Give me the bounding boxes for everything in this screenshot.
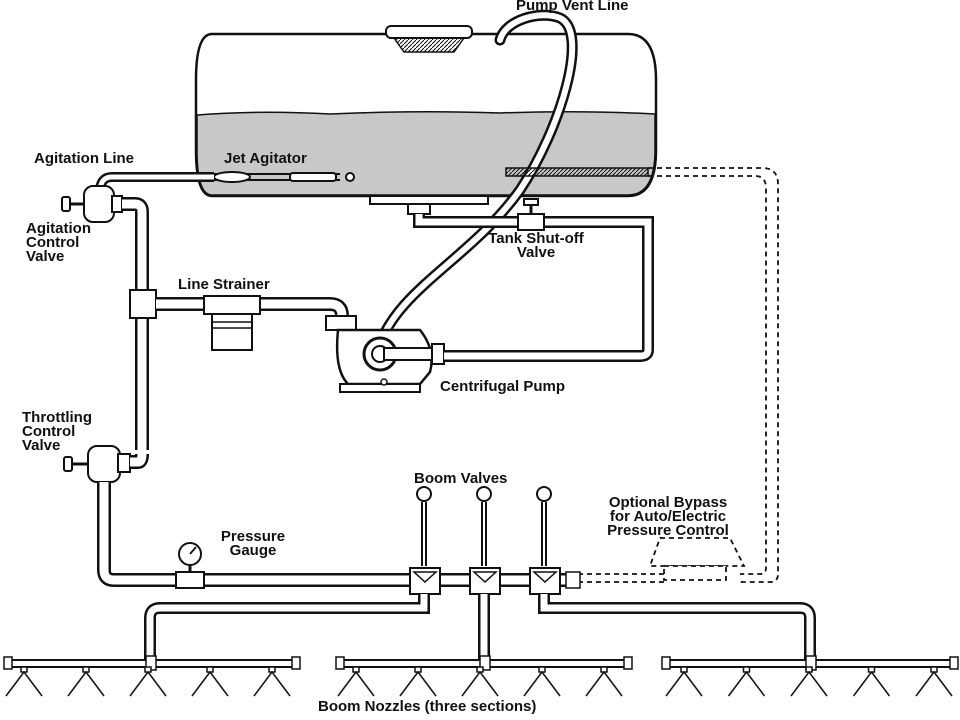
- spray-nozzle: [337, 666, 375, 697]
- label-line: Optional Bypass: [608, 494, 728, 511]
- boom-valves: [409, 486, 561, 595]
- tee-fitting: [129, 289, 157, 319]
- spray-nozzle: [852, 666, 891, 697]
- label-line: Valve: [26, 248, 65, 265]
- label-centrifugal-pump: Centrifugal Pump: [440, 378, 566, 395]
- spray-nozzle: [727, 666, 766, 697]
- pump-vent-line: [372, 9, 578, 356]
- boom-nozzles: [5, 666, 953, 697]
- label-pump-vent-line: Pump Vent Line: [516, 0, 629, 14]
- boom-valve-center: [469, 486, 501, 595]
- spray-tank: [194, 25, 658, 215]
- label-line: Pressure: [220, 528, 286, 545]
- spray-nozzle: [915, 666, 953, 697]
- label-line: Tank Shut-off: [488, 230, 584, 247]
- label-throttling-control-valve: Throttling Control Valve: [22, 409, 92, 454]
- label-agitation-control-valve: Agitation Control Valve: [26, 220, 91, 265]
- boom-section-center: [335, 655, 633, 671]
- label-line: Pressure Control: [607, 522, 729, 539]
- spray-nozzle: [253, 666, 291, 697]
- spray-nozzle: [523, 666, 561, 697]
- label-agitation-line: Agitation Line: [34, 150, 134, 167]
- label-optional-bypass: Optional Bypass for Auto/Electric Pressu…: [580, 494, 756, 539]
- pump-inlet-fitting: [325, 315, 357, 331]
- label-boom-valves: Boom Valves: [414, 470, 508, 487]
- tank-outlet: [407, 203, 431, 215]
- label-line: Gauge: [229, 542, 277, 559]
- supply-manifold-pipe: [122, 197, 149, 450]
- optional-bypass-control: [578, 537, 746, 583]
- boom-valve-right: [529, 486, 561, 595]
- throttling-control-valve: [63, 445, 131, 483]
- label-line: Throttling: [22, 409, 92, 426]
- label-line: Valve: [516, 244, 556, 261]
- pressure-gauge: [175, 542, 205, 589]
- spray-nozzle: [191, 666, 229, 697]
- spray-nozzle: [585, 666, 623, 697]
- label-line: Control: [26, 234, 80, 251]
- boom-supply-line: [97, 453, 578, 587]
- line-strainer: [203, 295, 261, 351]
- boom-valve-left: [409, 486, 441, 595]
- spray-nozzle: [399, 666, 437, 697]
- label-line: Valve: [22, 437, 61, 454]
- label-line: Control: [22, 423, 76, 440]
- label-line: for Auto/Electric: [609, 508, 727, 525]
- boom-section-left: [3, 655, 301, 671]
- tank-sump: [369, 195, 489, 205]
- label-jet-agitator: Jet Agitator: [224, 150, 307, 167]
- centrifugal-pump: [335, 328, 445, 393]
- tank-shutoff-valve: [517, 198, 545, 231]
- spray-nozzle: [5, 666, 43, 697]
- tank-shutoff-line: [413, 214, 654, 362]
- spray-nozzle: [790, 666, 828, 697]
- label-boom-nozzles: Boom Nozzles (three sections): [318, 698, 537, 715]
- tank-lid: [385, 25, 473, 39]
- label-line-strainer: Line Strainer: [178, 276, 270, 293]
- spray-nozzle: [129, 666, 167, 697]
- label-pressure-gauge: Pressure Gauge: [198, 528, 308, 559]
- bypass-tee: [565, 571, 581, 589]
- bypass-return-line: [505, 167, 779, 583]
- agitation-line: [95, 172, 214, 193]
- spray-nozzle: [665, 666, 703, 697]
- spray-nozzle: [67, 666, 105, 697]
- label-line: Agitation: [26, 220, 91, 237]
- boom-feed-lines: [144, 594, 816, 660]
- spray-nozzle: [461, 666, 499, 697]
- agitation-control-valve: [61, 185, 123, 223]
- tank-strainer-basket: [392, 37, 466, 53]
- label-tank-shutoff-valve: Tank Shut-off Valve: [466, 230, 606, 261]
